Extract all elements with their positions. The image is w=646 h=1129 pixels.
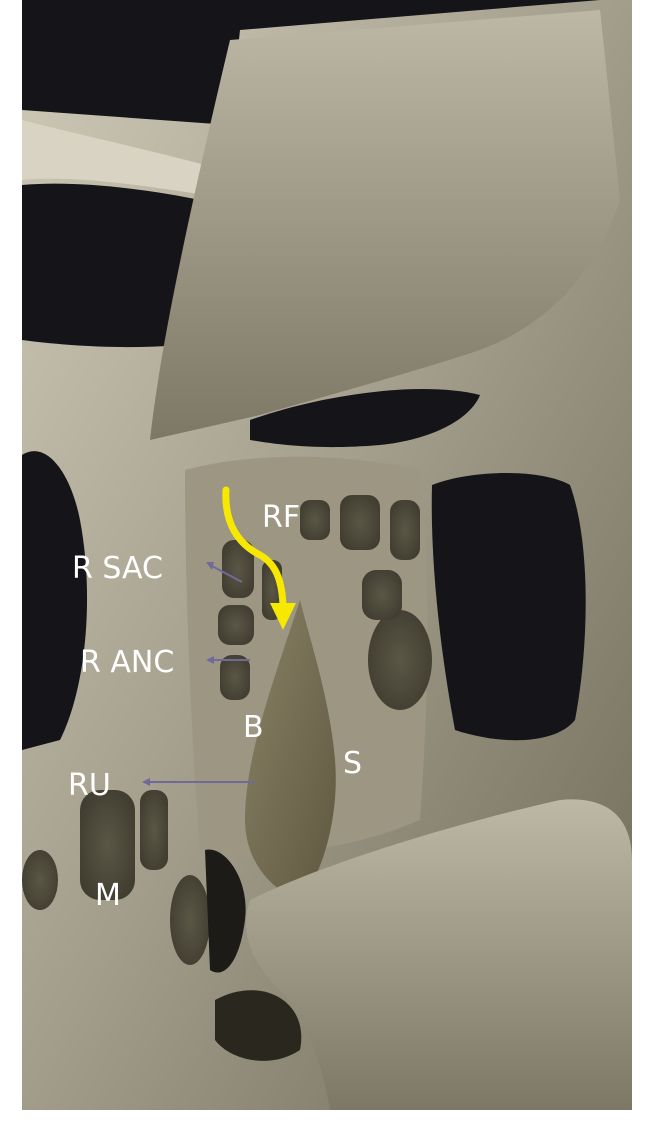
label-s: S <box>343 746 362 781</box>
label-rf: RF <box>262 500 300 535</box>
label-ru: RU <box>68 768 111 803</box>
label-r-anc: R ANC <box>80 645 174 680</box>
label-r-sac: R SAC <box>72 551 163 586</box>
label-b: B <box>243 710 264 745</box>
right-cavity <box>432 473 586 740</box>
label-m: M <box>95 878 121 913</box>
